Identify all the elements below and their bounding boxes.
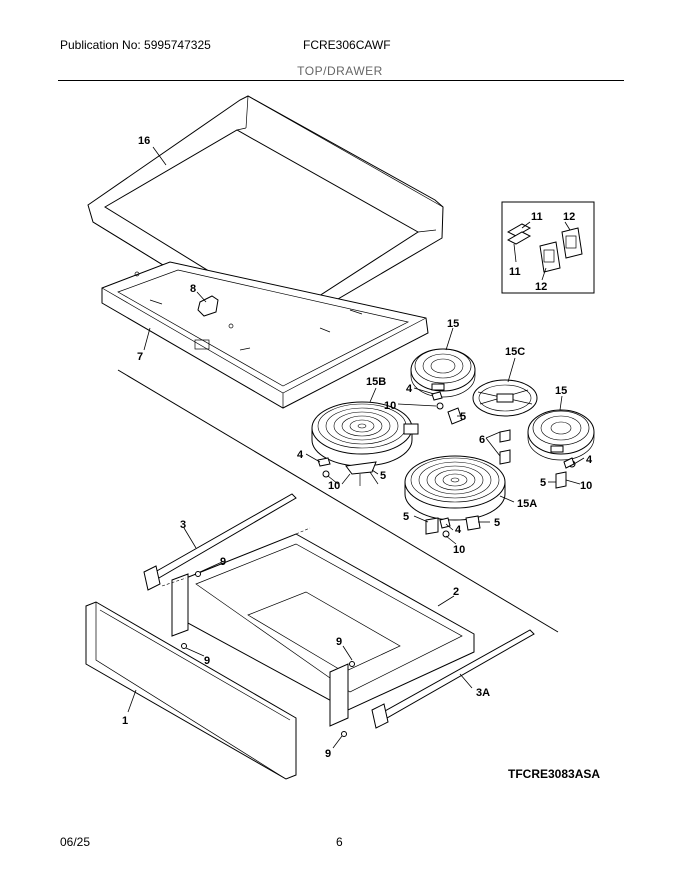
element-hardware [317,391,576,538]
footer-date: 06/25 [60,835,91,849]
radiant-element-15b [311,401,419,467]
callout-2: 2 [453,586,459,598]
callout-15-b: 15 [555,385,567,397]
publication-number: Publication No: 5995747325 [60,38,211,52]
callout-4-a: 4 [406,383,413,395]
callout-7: 7 [137,351,143,363]
drawer-slide-right [371,629,535,729]
page-number: 6 [336,835,343,849]
section-title: TOP/DRAWER [297,64,383,78]
callout-3: 3 [180,519,186,531]
drawer-screws [181,561,355,749]
drawer-body [161,527,475,727]
radiant-element-15-right [527,409,595,461]
callout-5-e: 5 [494,517,500,529]
callout-16: 16 [138,135,150,147]
radiant-element-15-top [410,348,476,398]
diagram-reference-code: TFCRE3083ASA [508,767,601,781]
header-rule [58,80,624,81]
callout-5-d: 5 [403,511,409,523]
callout-4-c: 4 [586,454,593,466]
callout-8: 8 [190,283,196,295]
callout-6: 6 [479,434,485,446]
callout-10-d: 10 [453,544,465,556]
callout-15-a: 15 [447,318,459,330]
callout-11-a: 11 [531,211,543,223]
callout-15b: 15B [366,376,386,388]
callout-9-c: 9 [204,655,210,667]
drawer-front-panel [85,601,297,780]
callout-3a: 3A [476,687,490,699]
callout-9-d: 9 [325,748,331,760]
callout-10-c: 10 [580,480,592,492]
callout-5-c: 5 [540,477,546,489]
callout-5-a: 5 [460,411,466,423]
callout-1: 1 [122,715,128,727]
callout-5-b: 5 [380,470,386,482]
callout-labels: 16 8 7 11 12 11 12 15 15C 15B 15 4 10 5 … [122,135,593,760]
callout-10-a: 10 [384,400,396,412]
callout-4-b: 4 [297,449,304,461]
callout-12-b: 12 [535,281,547,293]
callout-15c: 15C [505,346,525,358]
callout-15a: 15A [517,498,537,510]
callout-12-a: 12 [563,211,575,223]
drawer-slide-left [143,493,297,591]
leader-lines-top [143,146,585,545]
callout-9-a: 9 [220,556,226,568]
top-frame [101,261,429,409]
radiant-element-15c [472,379,538,417]
radiant-element-15a [404,455,506,521]
callout-4-d: 4 [455,524,462,536]
callout-11-b: 11 [509,266,521,278]
inset-detail-box [501,201,595,294]
callout-10-b: 10 [328,480,340,492]
callout-9-b: 9 [336,636,342,648]
frame-bracket [196,291,219,317]
model-number: FCRE306CAWF [303,38,391,52]
